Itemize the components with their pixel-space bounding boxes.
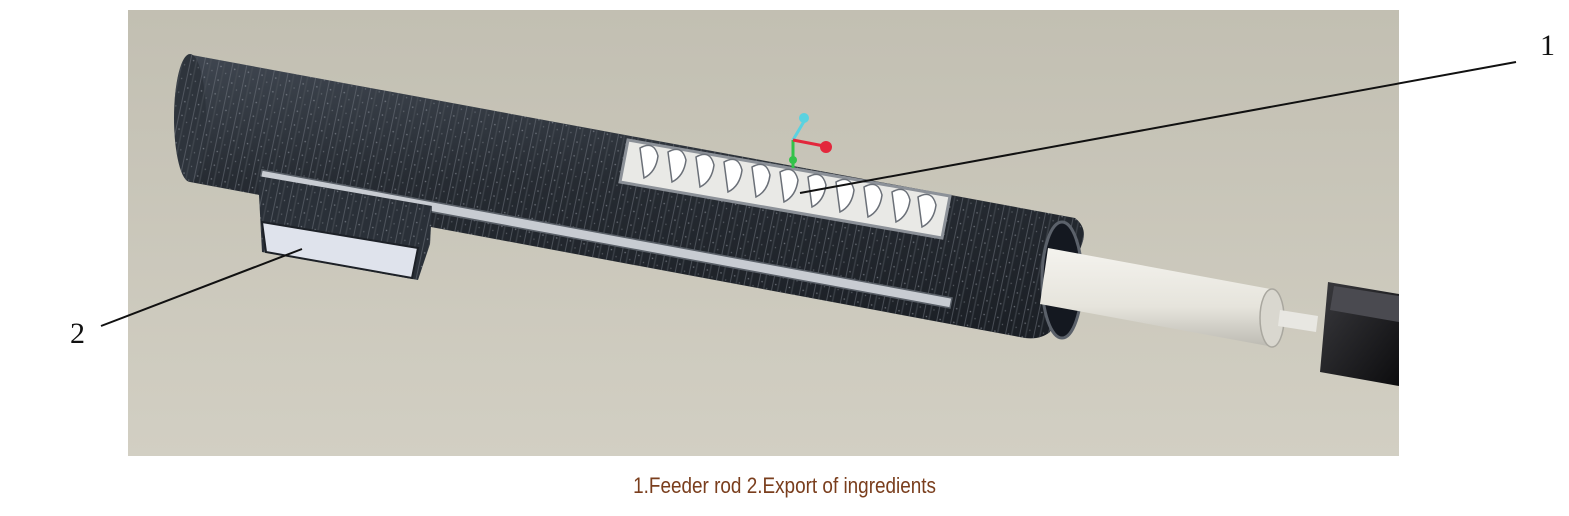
coordinate-triad: [789, 113, 832, 168]
leader-line-2: [100, 248, 303, 327]
discharge-outlet: [258, 176, 432, 280]
screw-flights: [639, 144, 937, 229]
drive-shaft: [1040, 248, 1318, 348]
outlet-opening: [260, 220, 420, 280]
figure-caption: 1.Feeder rod 2.Export of ingredients: [633, 473, 937, 498]
motor: [1320, 282, 1399, 386]
leader-line-1: [799, 61, 1517, 194]
callout-2: 2: [70, 317, 85, 350]
barrel: [174, 54, 1084, 340]
screw-window: [618, 138, 952, 240]
callout-1: 1: [1540, 29, 1555, 62]
